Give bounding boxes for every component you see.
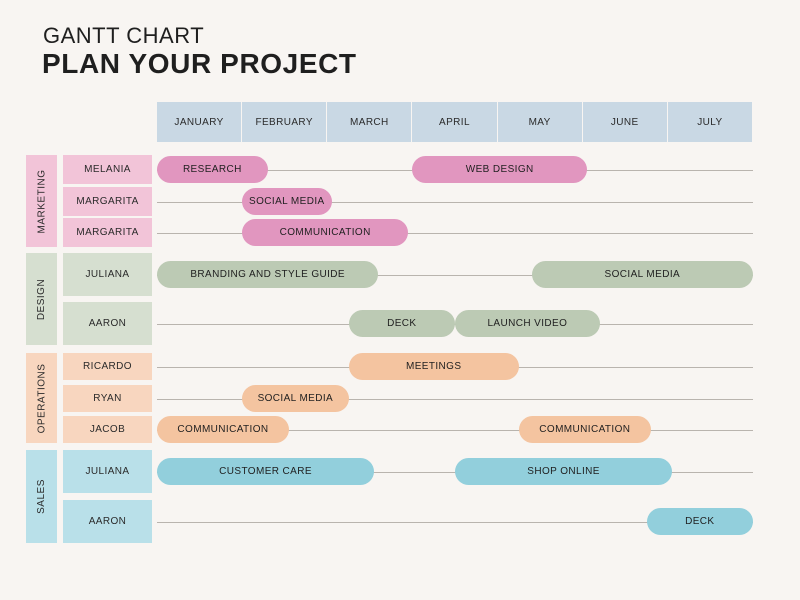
page-title: PLAN YOUR PROJECT	[42, 48, 357, 79]
department-name: MARKETING	[36, 169, 48, 233]
task-bar[interactable]: COMMUNICATION	[242, 219, 409, 246]
department-label: DESIGN	[26, 253, 57, 345]
task-bar[interactable]: RESEARCH	[157, 156, 268, 183]
chart-subtitle: GANTT CHART	[43, 23, 205, 48]
task-bar[interactable]: WEB DESIGN	[412, 156, 587, 183]
department-label: OPERATIONS	[26, 353, 57, 443]
person-label: MELANIA	[63, 155, 152, 184]
task-bar[interactable]: DECK	[646, 508, 753, 535]
month-header: MARCH	[327, 102, 413, 142]
person-label: AARON	[63, 302, 152, 345]
department-name: SALES	[36, 479, 47, 514]
task-bar[interactable]: MEETINGS	[348, 353, 519, 380]
task-bar[interactable]: CUSTOMER CARE	[157, 458, 375, 485]
task-bar[interactable]: DECK	[348, 310, 455, 337]
department-name: OPERATIONS	[36, 363, 48, 433]
month-header: JANUARY	[157, 102, 243, 142]
department-label: SALES	[26, 450, 57, 543]
month-header: JUNE	[582, 102, 668, 142]
task-bar[interactable]: SOCIAL MEDIA	[242, 385, 349, 412]
person-label: MARGARITA	[63, 218, 152, 247]
person-label: AARON	[63, 500, 152, 543]
timeline-track	[157, 430, 753, 431]
timeline-track	[157, 522, 753, 523]
task-bar[interactable]: COMMUNICATION	[157, 416, 289, 443]
month-header: JULY	[667, 102, 753, 142]
month-header: MAY	[497, 102, 583, 142]
task-bar[interactable]: SOCIAL MEDIA	[242, 188, 332, 215]
task-bar[interactable]: BRANDING AND STYLE GUIDE	[157, 261, 379, 288]
person-label: MARGARITA	[63, 187, 152, 216]
person-label: JACOB	[63, 416, 152, 443]
month-header: FEBRUARY	[242, 102, 328, 142]
task-bar[interactable]: SHOP ONLINE	[455, 458, 673, 485]
task-bar[interactable]: SOCIAL MEDIA	[531, 261, 753, 288]
department-name: DESIGN	[36, 278, 47, 320]
person-label: JULIANA	[63, 253, 152, 296]
person-label: RYAN	[63, 385, 152, 412]
task-bar[interactable]: COMMUNICATION	[518, 416, 651, 443]
person-label: JULIANA	[63, 450, 152, 493]
person-label: RICARDO	[63, 353, 152, 380]
month-header: APRIL	[412, 102, 498, 142]
timeline-track	[157, 275, 753, 276]
timeline-track	[157, 233, 753, 234]
timeline-track	[157, 202, 753, 203]
timeline-track	[157, 399, 753, 400]
task-bar[interactable]: LAUNCH VIDEO	[455, 310, 600, 337]
department-label: MARKETING	[26, 155, 57, 247]
